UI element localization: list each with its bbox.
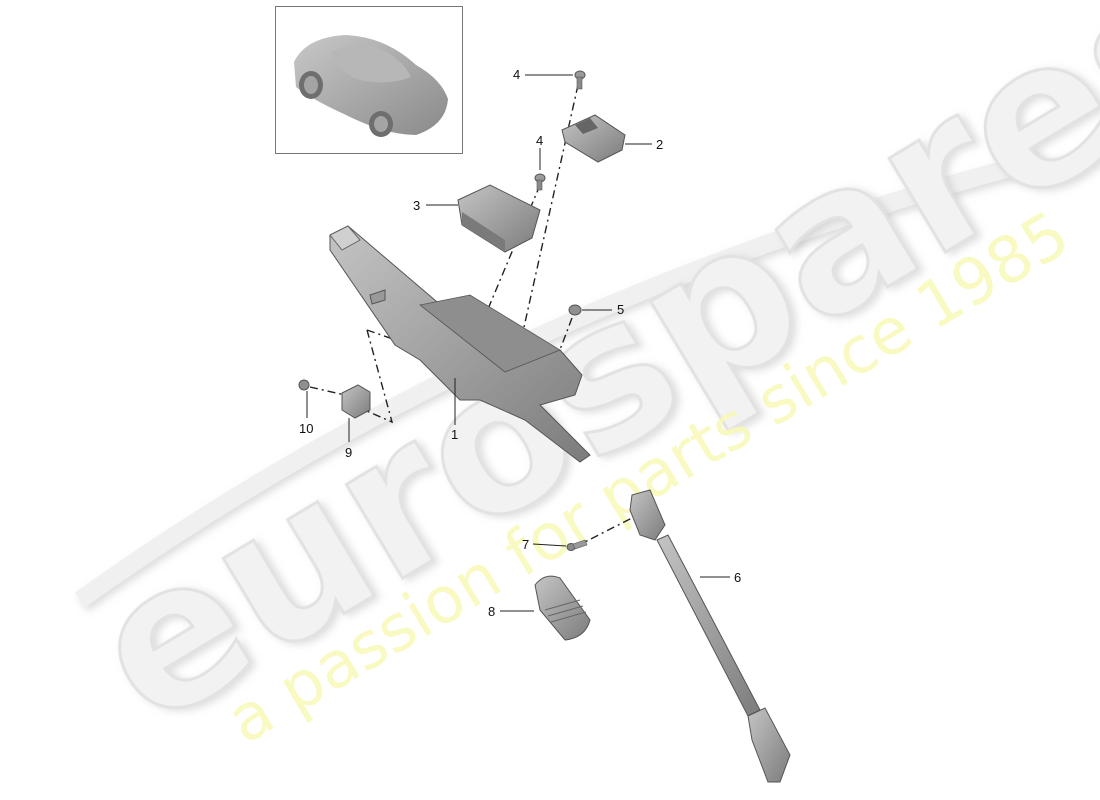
part-3-lock-module[interactable] — [457, 184, 541, 253]
part-1-steering-column[interactable] — [329, 225, 591, 463]
callout-7[interactable]: 7 — [522, 537, 530, 552]
vehicle-thumbnail — [275, 6, 463, 154]
part-9-bracket-clip[interactable] — [341, 384, 371, 419]
callout-4-upper[interactable]: 4 — [513, 67, 521, 82]
callout-10[interactable]: 10 — [299, 421, 314, 436]
part-6-intermediate-shaft[interactable] — [629, 489, 791, 783]
car-icon — [294, 35, 448, 137]
callout-1[interactable]: 1 — [451, 427, 459, 442]
part-4-screw-upper[interactable] — [574, 70, 586, 90]
part-8-boot[interactable] — [534, 575, 591, 641]
part-5-nut[interactable] — [568, 304, 582, 316]
callout-9[interactable]: 9 — [345, 445, 353, 460]
callout-4-lower[interactable]: 4 — [536, 133, 544, 148]
callout-8[interactable]: 8 — [488, 604, 496, 619]
part-2-control-module[interactable] — [561, 114, 626, 163]
callout-6[interactable]: 6 — [734, 570, 742, 585]
callout-5[interactable]: 5 — [617, 302, 625, 317]
part-7-bolt[interactable] — [566, 539, 588, 551]
part-4-screw-lower[interactable] — [534, 173, 546, 191]
part-10-screw[interactable] — [298, 379, 310, 391]
callout-3[interactable]: 3 — [413, 198, 421, 213]
callout-2[interactable]: 2 — [656, 137, 664, 152]
leader-lines — [306, 74, 730, 612]
